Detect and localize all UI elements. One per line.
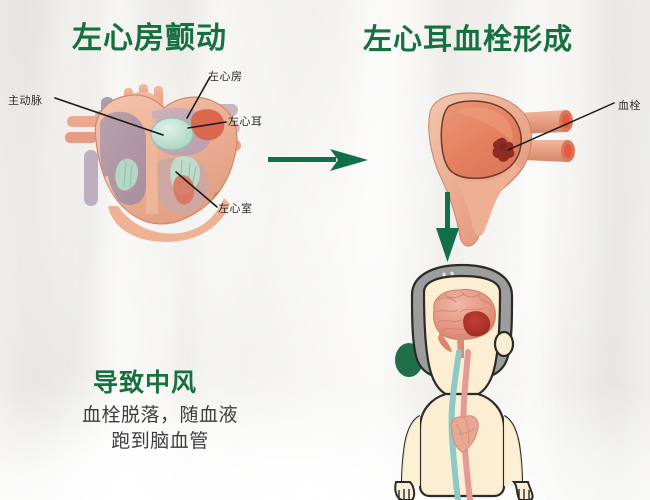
leader-left-ventricle [175, 171, 218, 208]
label-left-atrial-appendage: 左心耳 [228, 116, 263, 128]
patient-brain-lesion [463, 311, 491, 337]
label-left-atrium: 左心房 [208, 71, 243, 83]
heart-body [94, 94, 238, 242]
arrow-right-icon [268, 149, 368, 171]
laa-vein-tubes [520, 110, 575, 162]
patient-hand-right [511, 481, 534, 500]
label-thrombus: 血栓 [618, 100, 641, 112]
patient-ear-right [493, 330, 515, 358]
label-aorta: 主动脉 [8, 95, 43, 107]
page-title-atrial-fibrillation: 左心房颤动 [72, 22, 227, 55]
stroke-description-line-1: 血栓脱落，随血液 [81, 405, 238, 426]
page-title-laa-thrombus: 左心耳血栓形成 [363, 24, 574, 56]
patient-hand-left [394, 481, 416, 500]
left-atrial-appendage-illustration [428, 92, 615, 247]
patient-brain-stroke-illustration [394, 263, 534, 500]
leader-laa [187, 121, 227, 129]
arrow-down-icon [436, 192, 459, 262]
laa-thrombus [492, 137, 515, 162]
leader-aorta [54, 97, 164, 136]
leader-thrombus [507, 102, 615, 151]
stroke-description-line-2: 跑到脑血管 [111, 431, 209, 452]
heart-leader-lines [54, 76, 227, 208]
label-left-ventricle: 左心室 [218, 203, 253, 215]
leader-left-atrium [186, 76, 211, 119]
patient-heart [450, 415, 479, 453]
page-title-stroke: 导致中风 [93, 369, 198, 397]
